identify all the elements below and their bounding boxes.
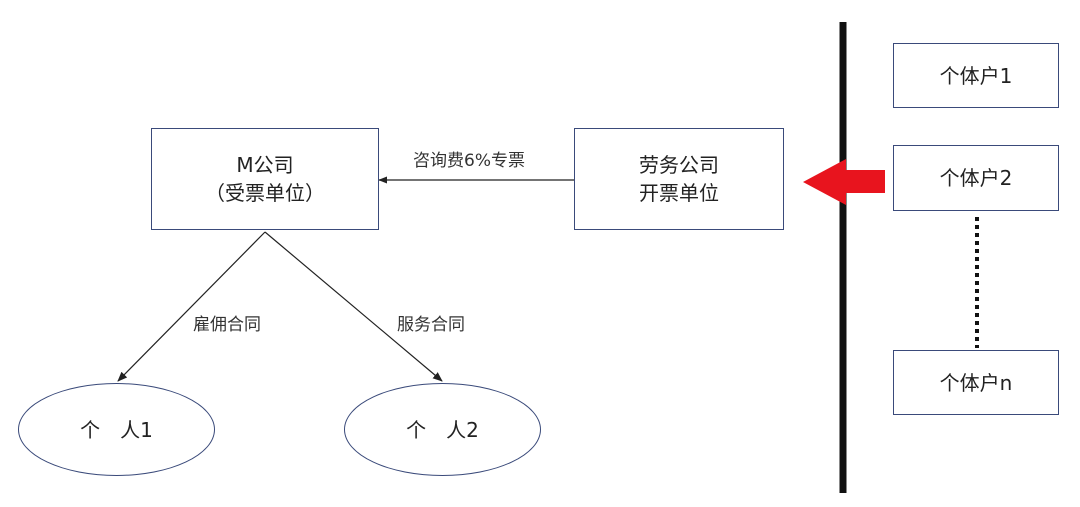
m-company-role: （受票单位） [205,181,325,205]
service-contract-arrow [264,231,443,382]
household-n-box: 个体户n [893,350,1059,415]
individual-2-label: 个 人2 [406,417,479,442]
m-company-name: M公司 [236,153,294,177]
employment-contract-label: 雇佣合同 [193,315,261,335]
red-arrow-icon [803,159,885,205]
service-contract-label: 服务合同 [397,315,465,335]
household-1-label: 个体户1 [939,63,1013,88]
labor-company-line1: 劳务公司 [639,153,719,177]
employment-contract-arrow [117,231,266,382]
invoice-flow-label: 咨询费6%专票 [413,151,525,171]
labor-company-box: 劳务公司 开票单位 [574,128,784,230]
m-company-box: M公司 （受票单位） [151,128,379,230]
household-n-label: 个体户n [939,370,1013,395]
individual-2-ellipse: 个 人2 [344,383,541,476]
individual-1-label: 个 人1 [80,417,153,442]
household-1-box: 个体户1 [893,43,1059,108]
individual-1-ellipse: 个 人1 [18,383,215,476]
household-2-label: 个体户2 [939,166,1013,190]
household-2-box: 个体户2 [893,145,1059,211]
labor-company-line2: 开票单位 [639,181,719,205]
